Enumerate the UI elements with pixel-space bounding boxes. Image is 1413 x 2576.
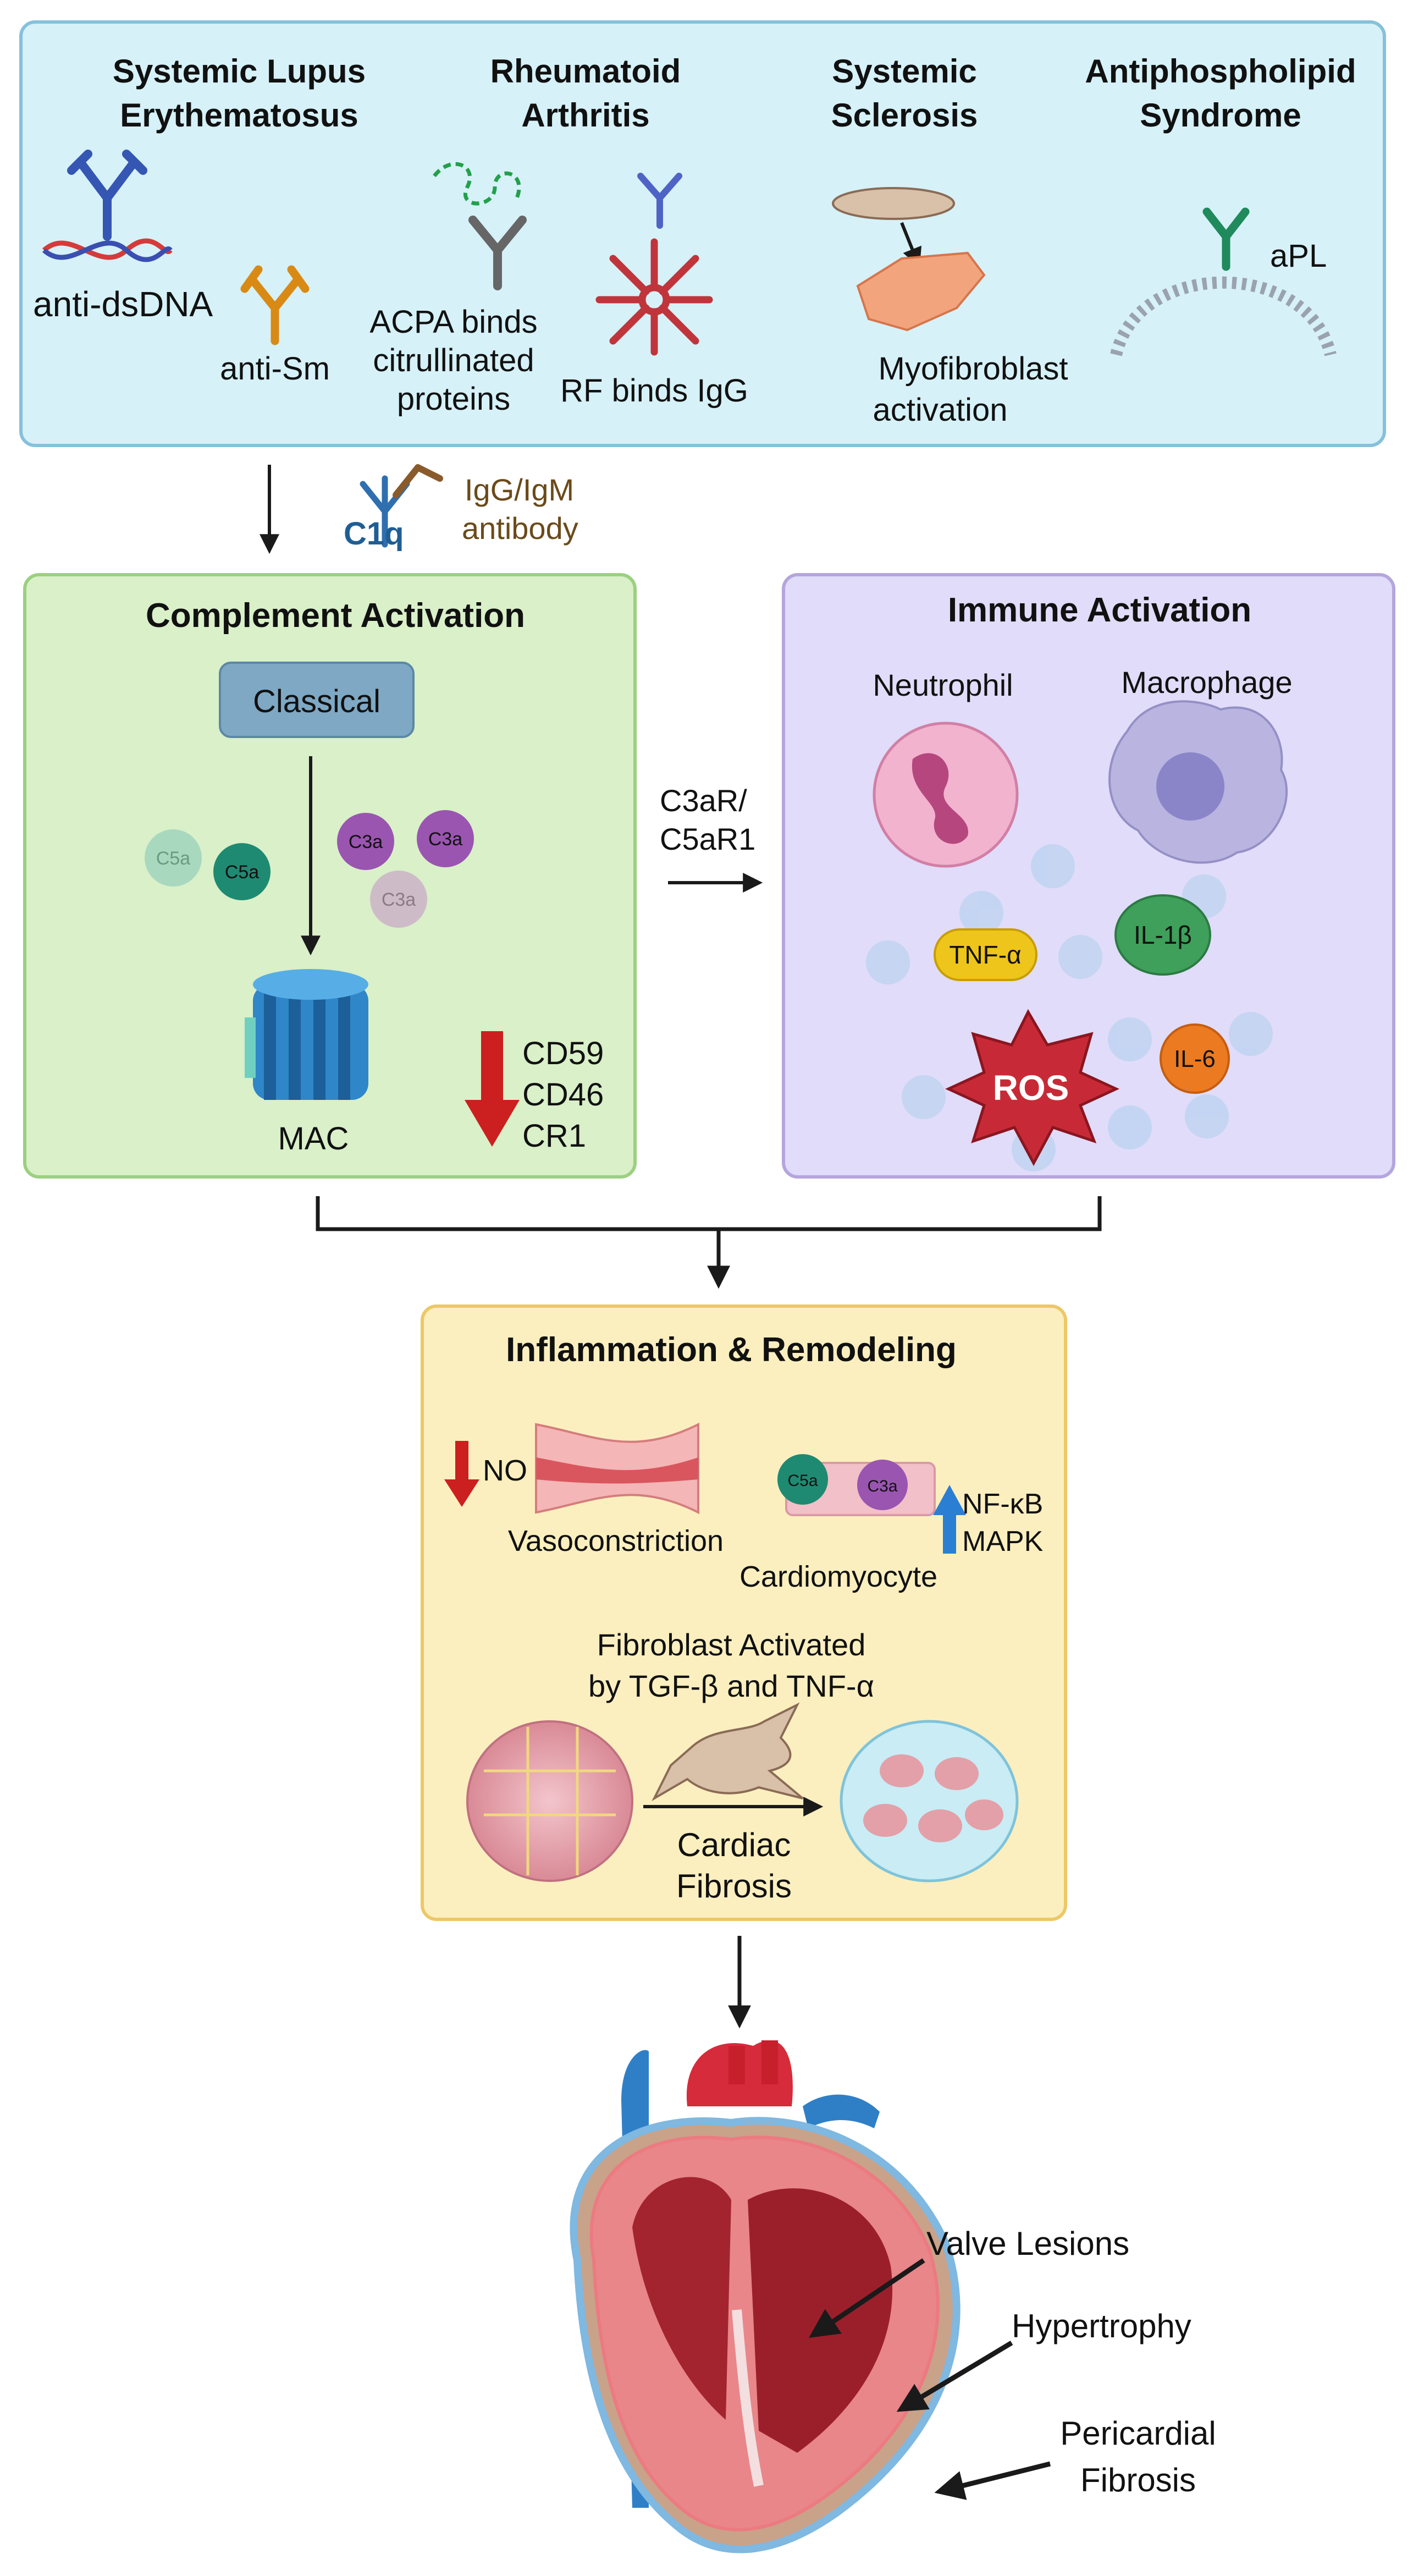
immune-activation-title: Immune Activation [948, 591, 1251, 629]
apl-antibody-icon [1202, 207, 1250, 271]
pericardial-fibrosis-label-line1: Pericardial [1060, 2415, 1216, 2452]
anti-dsdna-label: anti-dsDNA [33, 284, 213, 324]
acpa-label-line1: ACPA binds [369, 304, 537, 340]
il6-label: IL-6 [1174, 1045, 1216, 1072]
apl-label: aPL [1270, 238, 1327, 274]
fibroblast-activated-line1: Fibroblast Activated [597, 1627, 866, 1662]
cardiac-fibrosis-line2: Fibrosis [676, 1868, 792, 1905]
c5a-faded-molecule [145, 829, 202, 887]
autoimmune-diseases-panel [19, 20, 1386, 447]
hypertrophy-pointer [896, 2341, 1013, 2412]
nfkb-label: NF-κB [962, 1488, 1043, 1520]
hypertrophy-label: Hypertrophy [1012, 2308, 1191, 2344]
sle-title-line2: Erythematosus [120, 97, 358, 134]
pericardial-fibrosis-pointer [934, 2461, 1051, 2500]
rf-immune-complex-icon [595, 238, 713, 356]
myofibroblast-icon [856, 251, 986, 332]
healthy-myocardium-tissue-icon [466, 1720, 633, 1882]
complement-activation-title: Complement Activation [146, 597, 525, 635]
c3a-molecule-1 [337, 813, 394, 870]
cardiomyocyte-c5a-molecule [777, 1454, 828, 1505]
merge-connector [316, 1196, 1102, 1231]
aps-title-line2: Syndrome [1140, 97, 1301, 134]
constricted-vessel-icon [535, 1422, 699, 1515]
mac-pore-icon [245, 969, 368, 1100]
heart-illustration [570, 2040, 961, 2553]
aps-title-line1: Antiphospholipid [1085, 53, 1356, 90]
citrullinated-protein-icon [433, 162, 521, 206]
anti-sm-label: anti-Sm [220, 351, 330, 387]
pericardial-fibrosis-label-line2: Fibrosis [1080, 2462, 1196, 2498]
cardiomyocyte-c5a-label: C5a [787, 1472, 818, 1490]
cytokine-bubbles [866, 844, 1273, 1171]
receptor-label-line2: C5aR1 [660, 822, 755, 856]
phospholipid-membrane-icon [1110, 276, 1337, 356]
cardiomyocyte-c3a-molecule [857, 1460, 908, 1510]
c5a-molecule [213, 843, 271, 900]
receptor-label-line1: C3aR/ [660, 783, 747, 818]
acpa-label-line3: proteins [397, 381, 510, 417]
c3a-faded-label: C3a [382, 889, 416, 910]
no-down-arrow-icon [444, 1441, 479, 1507]
ros-burst-icon [945, 1009, 1119, 1166]
c5a-label: C5a [225, 862, 259, 883]
cardiac-fibrosis-line1: Cardiac [677, 1826, 791, 1863]
il1b-label: IL-1β [1134, 921, 1192, 949]
ra-title-line1: Rheumatoid [490, 53, 681, 90]
fibroblast-icon [832, 187, 955, 220]
ros-label: ROS [993, 1068, 1069, 1108]
c3a-faded-molecule [370, 871, 427, 928]
fibroblast-activated-line2: by TGF-β and TNF-α [588, 1669, 874, 1703]
neutrophil-label: Neutrophil [873, 668, 1013, 702]
no-label: NO [483, 1454, 527, 1487]
macrophage-cell-icon [1108, 700, 1288, 864]
classical-pathway-label: Classical [253, 684, 380, 719]
ssc-title-line1: Systemic [832, 53, 977, 90]
sle-title-line1: Systemic Lupus [113, 53, 366, 90]
igg-igm-antibody-icon [393, 464, 443, 498]
c5a-faded-label: C5a [156, 848, 190, 869]
cardiomyocyte-label: Cardiomyocyte [739, 1560, 937, 1593]
c3a-label-2: C3a [428, 829, 462, 850]
nfkb-up-arrow-icon [933, 1485, 966, 1554]
igg-igm-label-line2: antibody [462, 511, 578, 546]
acpa-label-line2: citrullinated [373, 343, 534, 378]
ra-title-line2: Arthritis [521, 97, 649, 134]
igg-igm-label-line1: IgG/IgM [465, 472, 574, 507]
neutrophil-cell-icon [873, 722, 1019, 868]
mapk-label: MAPK [962, 1526, 1044, 1557]
regulator-cd59: CD59 [522, 1036, 604, 1071]
fibrotic-myocardium-tissue-icon [840, 1720, 1019, 1883]
activated-fibroblast-icon [652, 1702, 804, 1802]
acpa-antibody-icon [468, 216, 527, 290]
myofibroblast-label-line2: activation [873, 392, 1007, 428]
vasoconstriction-label: Vasoconstriction [508, 1524, 724, 1557]
anti-sm-antibody-icon [240, 265, 310, 345]
complement-activation-panel [23, 573, 637, 1179]
anti-dsdna-antibody-icon [67, 150, 147, 241]
rf-label: RF binds IgG [560, 373, 748, 409]
c3a-molecule-2 [417, 810, 474, 867]
ssc-title-line2: Sclerosis [831, 97, 978, 134]
rf-antibody-icon [637, 173, 682, 229]
valve-lesions-label: Valve Lesions [926, 2225, 1129, 2262]
il1b-badge [1114, 894, 1211, 976]
tnf-alpha-label: TNF-α [949, 940, 1021, 969]
tnf-alpha-badge [934, 928, 1037, 981]
inflammation-remodeling-title: Inflammation & Remodeling [506, 1331, 957, 1369]
regulator-cr1: CR1 [522, 1118, 586, 1154]
c3a-label-1: C3a [349, 832, 383, 852]
il6-badge [1160, 1023, 1230, 1094]
regulators-down-arrow-icon [465, 1031, 520, 1147]
myofibroblast-label-line1: Myofibroblast [879, 351, 1068, 387]
regulator-cd46: CD46 [522, 1077, 604, 1113]
classical-pathway-box [219, 662, 415, 738]
dna-helix-icon [42, 238, 173, 262]
valve-lesions-pointer [809, 2258, 925, 2338]
mac-label: MAC [278, 1121, 349, 1157]
cardiomyocyte-c3a-label: C3a [867, 1477, 897, 1495]
macrophage-label: Macrophage [1121, 665, 1292, 700]
c1q-label: C1q [344, 516, 404, 552]
